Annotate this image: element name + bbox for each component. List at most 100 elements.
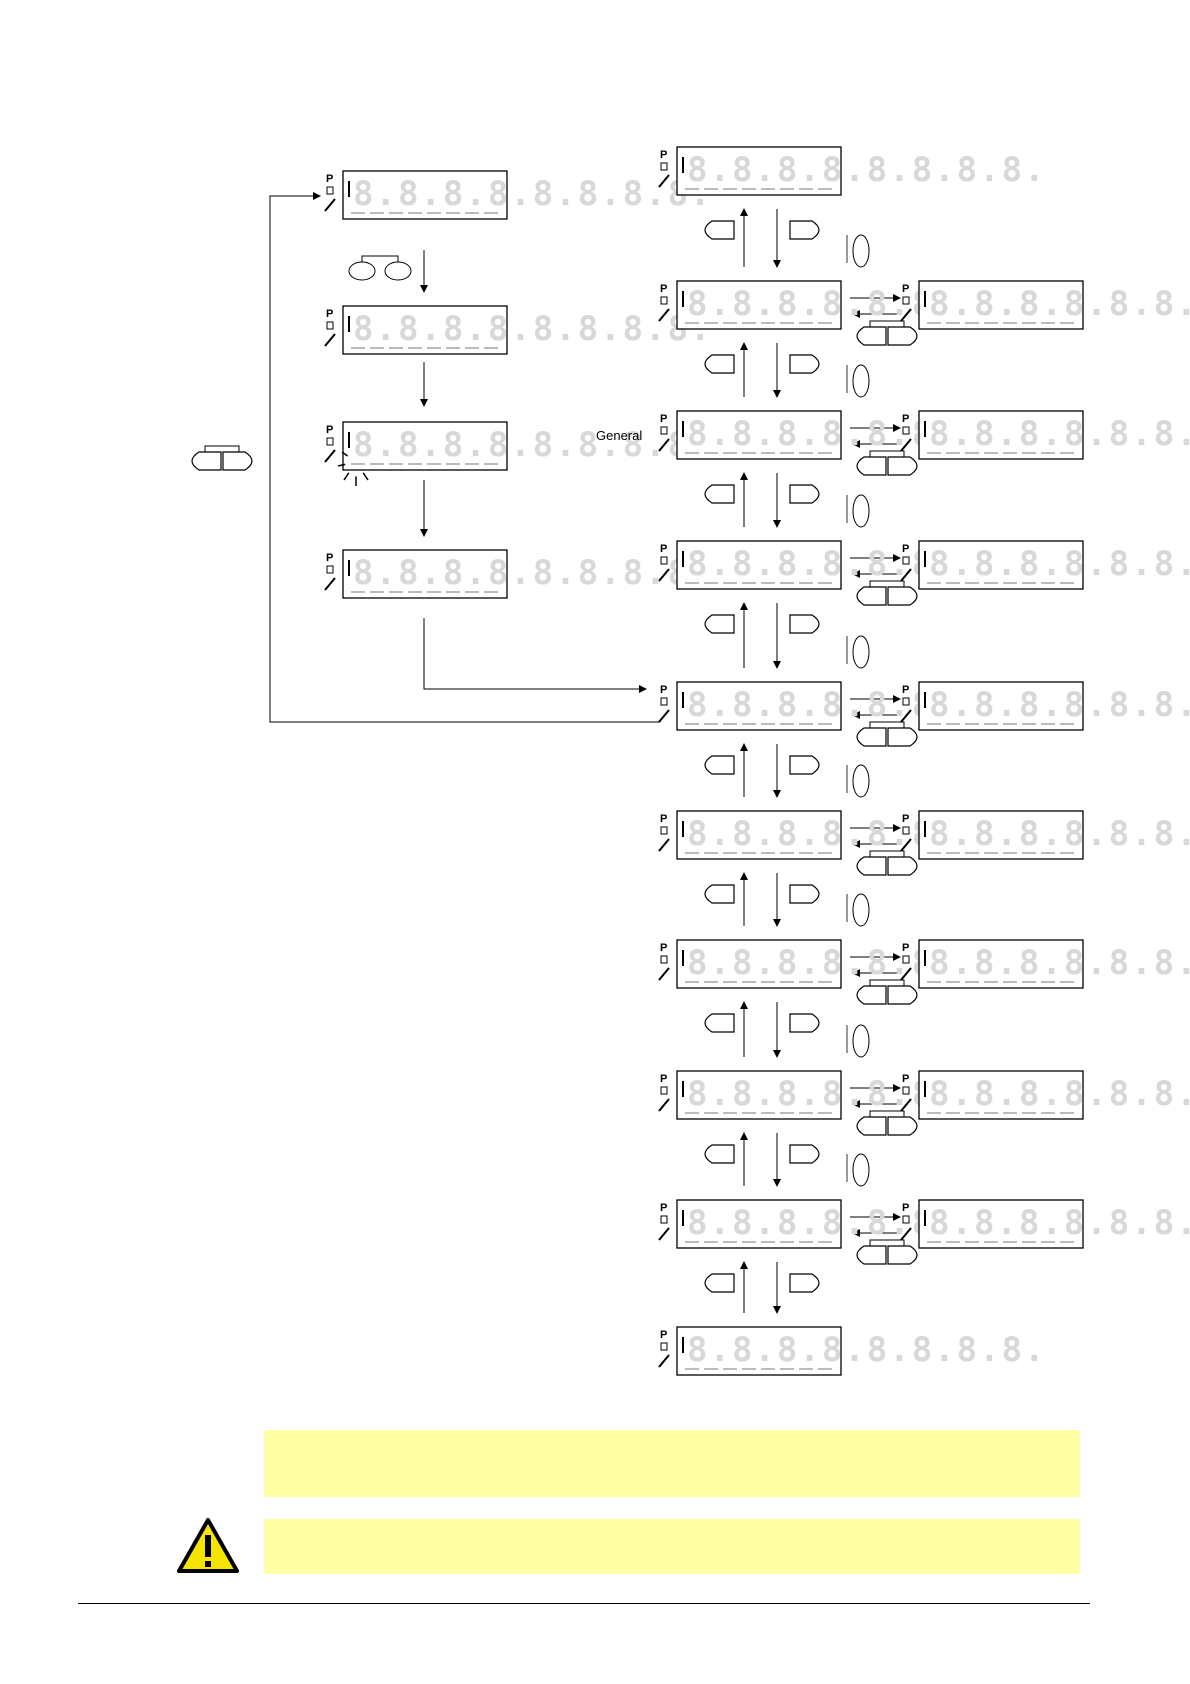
p-indicator: P [902,413,909,425]
para-to-400-line [423,618,647,693]
p-indicator: P [902,813,909,825]
wrench-icon [900,308,912,322]
esc-button-pair-m700[interactable] [856,1110,918,1136]
p-indicator: P [660,1073,667,1085]
info-icon [902,426,910,435]
esc-button-pair-m900[interactable] [856,1239,918,1265]
info-icon [902,1086,910,1095]
wrench-icon [900,438,912,452]
info-button-m000[interactable] [846,234,870,268]
wrench-icon [658,709,670,723]
lcd-sub-m400: 8.8.8.8.8.8.8.8.P [900,681,1190,731]
p-indicator: P [660,942,667,954]
info-icon [902,955,910,964]
p-indicator: P [660,1329,667,1341]
lcd-menu-end-bottom: 8.8.8.8.8.8.8.8.P [658,1326,1045,1376]
p-indicator: P [902,1202,909,1214]
p-indicator: P [902,1073,909,1085]
info-icon [902,697,910,706]
minus-button-m700[interactable] [704,1144,735,1164]
plus-button-m900[interactable] [789,1273,820,1293]
wrench-icon [658,438,670,452]
minus-button-end-top[interactable] [704,220,735,240]
info-icon [326,565,334,574]
p-indicator: P [326,308,333,320]
info-button-m400[interactable] [846,635,870,669]
esc-button-pair-m500[interactable] [856,850,918,876]
plus-button-end-top[interactable] [789,220,820,240]
lcd-menu-end-top: 8.8.8.8.8.8.8.8.P [658,146,1045,196]
wrench-icon [900,838,912,852]
info-icon [326,321,334,330]
lcd-ghost-segments: 8.8.8.8.8.8.8.8. [353,309,713,349]
minus-button-m900[interactable] [704,1273,735,1293]
plus-button-m700[interactable] [789,1144,820,1164]
info-icon [660,826,668,835]
info-icon [660,1342,668,1351]
p-indicator: P [326,173,333,185]
info-button-m900[interactable] [846,1153,870,1187]
plus-button-m500[interactable] [789,884,820,904]
info-icon [660,426,668,435]
wrench-icon [324,198,336,212]
general-label: General [596,428,642,443]
info-button-m500[interactable] [846,764,870,798]
minus-button-m400[interactable] [704,755,735,775]
lcd-ghost-segments: 8.8.8.8.8.8.8.8. [353,174,713,214]
plus-button-m600[interactable] [789,1013,820,1033]
esc-button-pair-m000[interactable] [856,320,918,346]
lcd-ghost-segments: 8.8.8.8.8.8.8.8. [353,553,713,593]
wrench-icon [900,1098,912,1112]
p-indicator: P [660,684,667,696]
p-indicator: P [660,543,667,555]
lcd-ghost-segments: 8.8.8.8.8.8.8.8. [353,425,713,465]
wrench-icon [658,1227,670,1241]
info-button-m600[interactable] [846,893,870,927]
p-indicator: P [660,813,667,825]
vsd-button-pair[interactable] [348,255,412,281]
p-indicator: P [660,283,667,295]
lcd-sub-m200: 8.8.8.8.8.8.8.8.P [900,540,1190,590]
minus-button-m200[interactable] [704,614,735,634]
info-icon [902,826,910,835]
info-icon [660,1086,668,1095]
minus-button-m000[interactable] [704,354,735,374]
plus-button-m200[interactable] [789,614,820,634]
info-icon [902,296,910,305]
p-indicator: P [902,283,909,295]
p-indicator: P [902,684,909,696]
lcd-para: 8.8.8.8.8.8.8.8. P [324,549,713,599]
lcd-sub-m500: 8.8.8.8.8.8.8.8.P [900,810,1190,860]
wrench-icon [324,333,336,347]
esc-button-pair-m600[interactable] [856,979,918,1005]
info-button-m700[interactable] [846,1024,870,1058]
minus-button-m600[interactable] [704,1013,735,1033]
esc-button-pair-m100[interactable] [856,450,918,476]
lcd-sub-m600: 8.8.8.8.8.8.8.8.P [900,939,1190,989]
info-icon [660,162,668,171]
esc-button-pair-left[interactable] [191,445,253,471]
plus-button-m000[interactable] [789,354,820,374]
wrench-icon [900,1227,912,1241]
info-icon [902,556,910,565]
lcd-ghost-segments: 8.8.8.8.8.8.8.8. [929,544,1190,584]
return-line [269,192,660,723]
plus-button-m400[interactable] [789,755,820,775]
wrench-icon [658,308,670,322]
info-button-m100[interactable] [846,364,870,398]
warning-icon [177,1518,239,1573]
warning-note-box [264,1519,1080,1574]
p-indicator: P [326,552,333,564]
plus-button-m100[interactable] [789,484,820,504]
esc-button-pair-m200[interactable] [856,580,918,606]
lcd-ghost-segments: 8.8.8.8.8.8.8.8. [929,284,1190,324]
info-button-m200[interactable] [846,494,870,528]
lcd-password: 8.8.8.8.8.8.8.8.P [324,421,713,471]
lcd-off-upr: 8.8.8.8.8.8.8.8. P [324,170,713,220]
minus-button-m500[interactable] [704,884,735,904]
info-icon [660,955,668,964]
minus-button-m100[interactable] [704,484,735,504]
wrench-icon [324,577,336,591]
esc-button-pair-m400[interactable] [856,721,918,747]
lcd-sub-m000: 8.8.8.8.8.8.8.8. P [900,280,1190,330]
